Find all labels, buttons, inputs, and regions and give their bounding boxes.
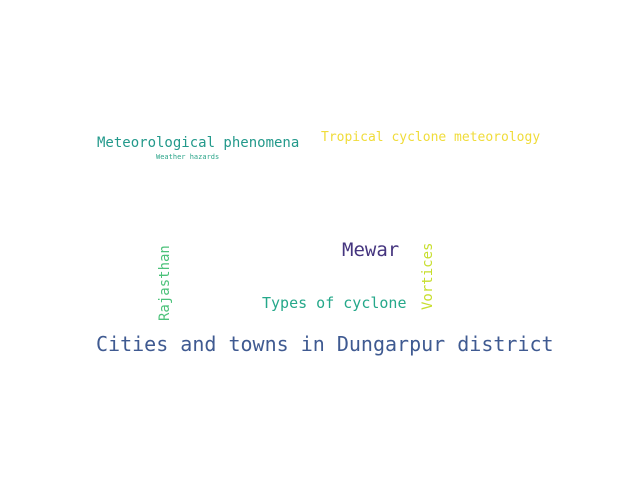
word-vortices: Vortices (420, 242, 436, 310)
word-tropical-cyclone-meteorology: Tropical cyclone meteorology (321, 130, 541, 145)
word-types-of-cyclone: Types of cyclone (262, 294, 407, 312)
word-weather-hazards: Weather hazards (156, 153, 220, 161)
word-rajasthan: Rajasthan (157, 245, 173, 321)
word-meteorological-phenomena: Meteorological phenomena (97, 135, 300, 151)
word-cities-dungarpur: Cities and towns in Dungarpur district (96, 332, 554, 356)
word-mewar: Mewar (342, 239, 400, 261)
